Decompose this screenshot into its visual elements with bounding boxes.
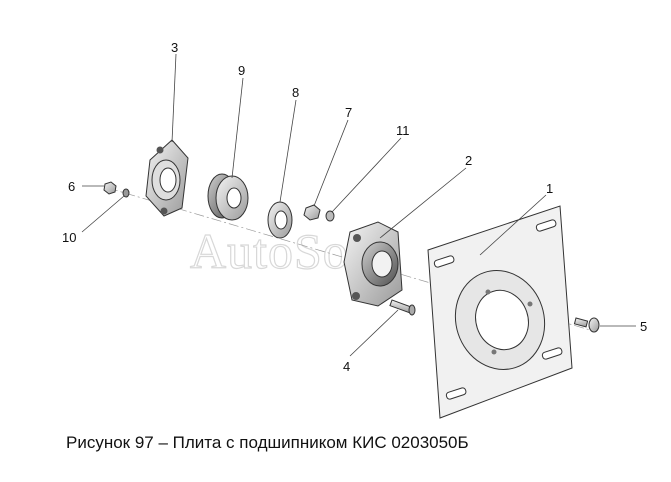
nut-7 [303, 204, 321, 221]
leader-4 [349, 309, 399, 357]
washer-11 [325, 210, 335, 222]
leader-9 [231, 77, 244, 179]
bolt-5 [573, 317, 600, 333]
figure-caption: Рисунок 97 – Плита с подшипником КИС 020… [66, 433, 469, 452]
leader-1 [479, 194, 547, 256]
callout-4: 4 [343, 359, 350, 374]
callout-9: 9 [238, 63, 245, 78]
callout-3: 3 [171, 40, 178, 55]
seal-ring [267, 201, 293, 239]
callout-10: 10 [62, 230, 76, 245]
flange-cover [145, 139, 189, 217]
nut-6 [103, 181, 117, 195]
leader-2 [379, 167, 467, 239]
callout-1: 1 [546, 181, 553, 196]
callout-7: 7 [345, 105, 352, 120]
leader-8 [279, 99, 297, 203]
leader-10 [81, 195, 125, 233]
bolt-4 [389, 299, 416, 316]
washer-10 [122, 188, 130, 198]
leader-7 [313, 119, 349, 207]
leader-11 [331, 137, 402, 213]
bearing-housing [343, 221, 403, 307]
callout-8: 8 [292, 85, 299, 100]
callout-2: 2 [465, 153, 472, 168]
bearing [207, 173, 249, 221]
callout-11: 11 [396, 123, 410, 138]
exploded-assembly-diagram: AutoSoft [62, 40, 647, 419]
callout-5: 5 [640, 319, 647, 334]
mounting-plate [427, 205, 573, 419]
callout-6: 6 [68, 179, 75, 194]
leader-3 [171, 53, 177, 143]
